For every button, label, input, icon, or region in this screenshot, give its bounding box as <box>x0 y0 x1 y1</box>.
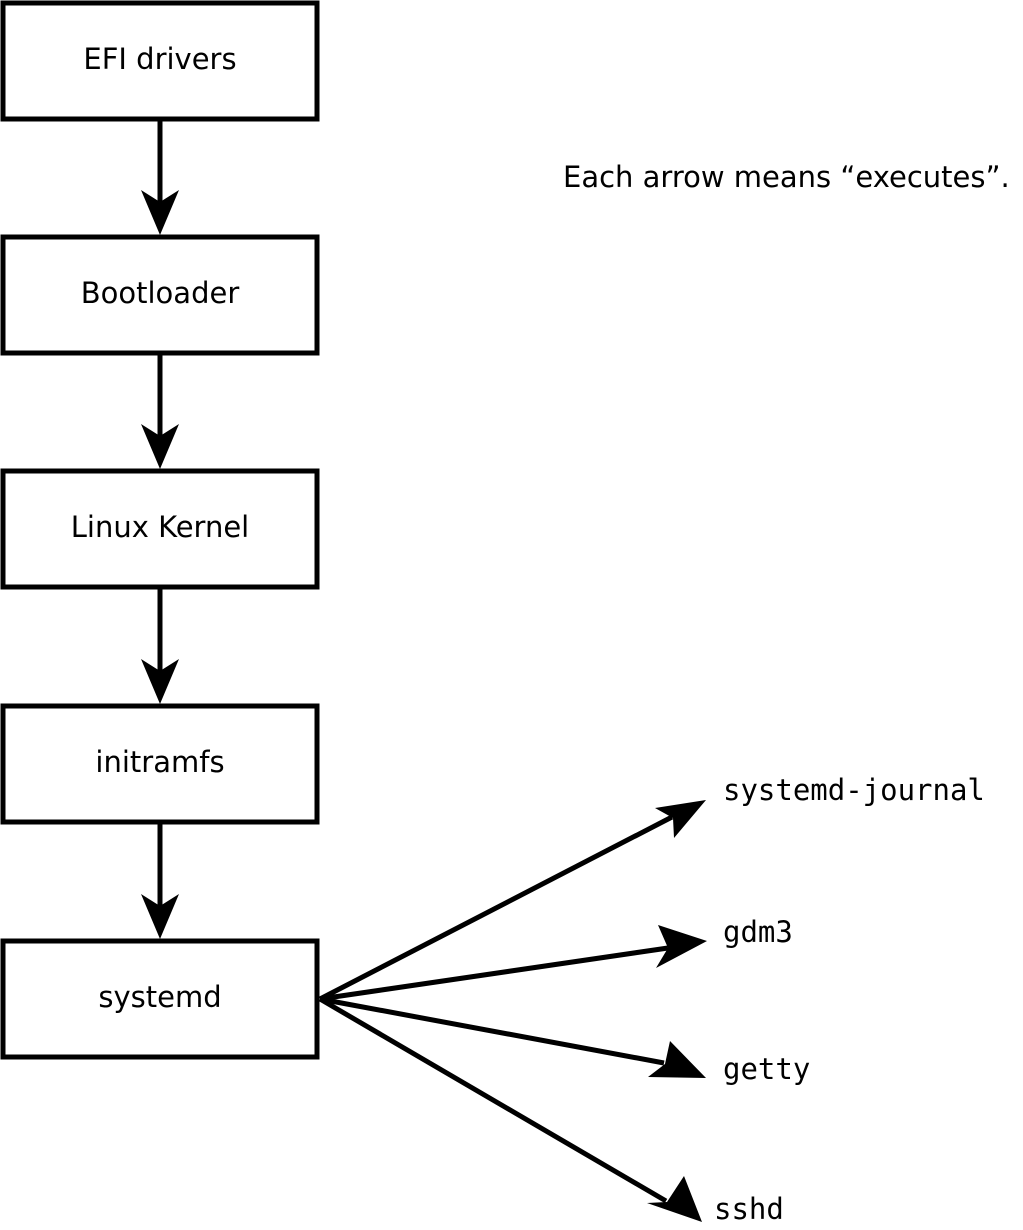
chain-nodes-group: EFI drivers Bootloader Linux Kernel init… <box>0 0 320 1060</box>
arrow-head-icon <box>656 925 707 968</box>
node-systemd[interactable]: systemd <box>0 938 320 1060</box>
arrow-head-icon <box>141 894 179 939</box>
arrow-head-icon <box>141 190 179 235</box>
edge-systemd-to-getty <box>319 996 706 1078</box>
arrow-head-icon <box>655 800 706 838</box>
edge-systemd-to-gdm3 <box>319 925 707 1002</box>
fanout-labels-group: systemd-journal gdm3 getty sshd <box>714 773 985 1226</box>
edge-line <box>319 945 669 1002</box>
node-box[interactable] <box>0 234 320 356</box>
legend-caption: Each arrow means “executes”. <box>563 160 1010 194</box>
node-box[interactable] <box>0 0 320 122</box>
node-label: Bootloader <box>81 276 240 310</box>
node-box[interactable] <box>0 703 320 825</box>
node-linux-kernel[interactable]: Linux Kernel <box>0 468 320 590</box>
edge-line <box>318 996 668 1204</box>
node-box[interactable] <box>0 938 320 1060</box>
node-label: systemd <box>98 980 221 1014</box>
chain-edges-group <box>141 119 179 939</box>
arrow-head-icon <box>647 1176 702 1222</box>
edge-initramfs-to-systemd <box>141 822 179 939</box>
node-initramfs[interactable]: initramfs <box>0 703 320 825</box>
node-box[interactable] <box>0 468 320 590</box>
edge-kernel-to-initramfs <box>141 587 179 704</box>
arrow-head-icon <box>141 659 179 704</box>
node-label: EFI drivers <box>83 42 236 76</box>
node-label: initramfs <box>95 745 224 779</box>
node-bootloader[interactable]: Bootloader <box>0 234 320 356</box>
leaf-label-systemd-journal[interactable]: systemd-journal <box>723 773 985 807</box>
edge-line <box>319 996 665 1066</box>
node-efi-drivers[interactable]: EFI drivers <box>0 0 320 122</box>
node-label: Linux Kernel <box>71 510 249 544</box>
leaf-label-getty[interactable]: getty <box>723 1052 810 1086</box>
fanout-edges-group <box>318 800 707 1222</box>
leaf-label-gdm3[interactable]: gdm3 <box>723 915 793 949</box>
leaf-label-sshd[interactable]: sshd <box>714 1192 784 1226</box>
arrow-head-icon <box>648 1041 706 1078</box>
edge-systemd-to-systemd-journal <box>318 800 706 1002</box>
edge-bootloader-to-kernel <box>141 353 179 469</box>
arrow-head-icon <box>141 424 179 469</box>
edge-systemd-to-sshd <box>318 996 702 1222</box>
edge-line <box>318 814 674 1002</box>
edge-efi-to-bootloader <box>141 119 179 235</box>
